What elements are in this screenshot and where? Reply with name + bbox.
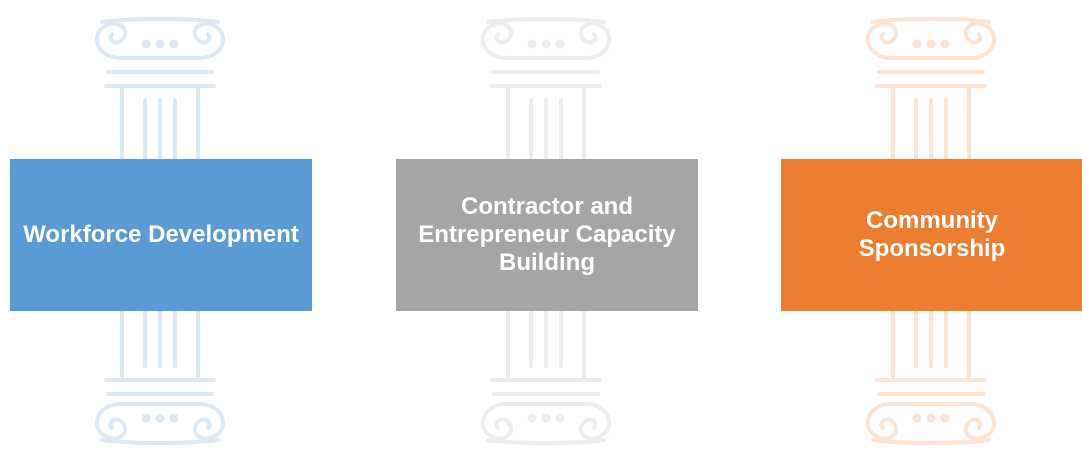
pillar-contractor-capacity: Contractor and Entrepreneur Capacity Bui… [396, 0, 698, 462]
pillar-label-box: Community Sponsorship [781, 159, 1082, 311]
pillar-community-sponsorship: Community Sponsorship [781, 0, 1082, 462]
pillar-label: Contractor and Entrepreneur Capacity Bui… [418, 193, 676, 276]
ionic-column-icon [94, 17, 226, 445]
ionic-column-icon [865, 17, 997, 445]
pillar-label: Community Sponsorship [858, 207, 1006, 262]
pillar-label-box: Contractor and Entrepreneur Capacity Bui… [396, 159, 698, 311]
pillar-label-box: Workforce Development [10, 159, 312, 311]
pillar-label: Workforce Development [23, 221, 299, 248]
ionic-column-icon [480, 17, 612, 445]
pillar-workforce-development: Workforce Development [10, 0, 312, 462]
